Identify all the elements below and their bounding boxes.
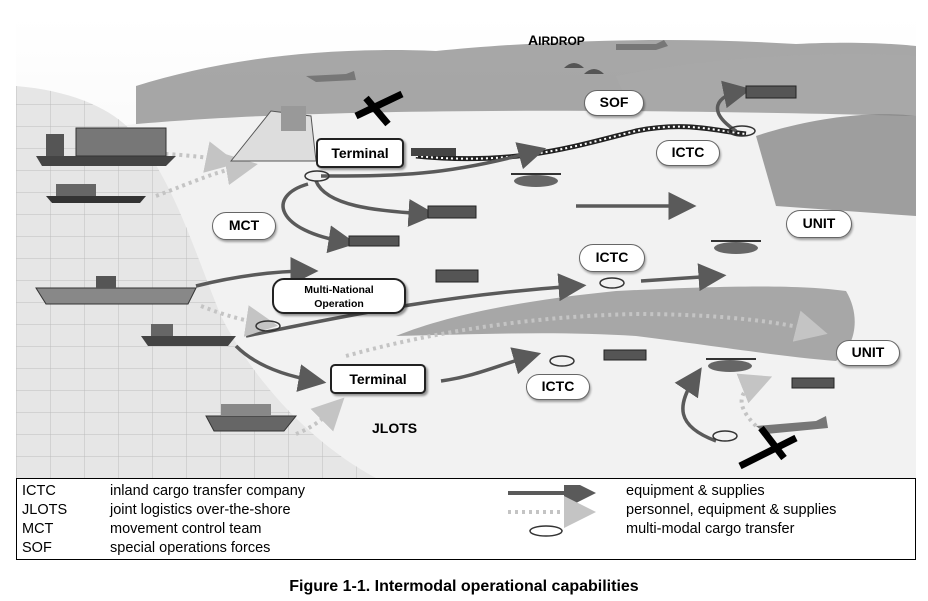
container-ship-icon: [36, 127, 176, 166]
arrow-terminal-truck: [314, 180, 437, 227]
water-grid: [16, 86, 376, 478]
legend-abbr: JLOTS: [22, 502, 68, 518]
truck-icon: [791, 377, 835, 389]
mct-label: MCT: [212, 212, 276, 240]
arrow-air-heli: [674, 367, 717, 443]
transfer-ring-icon: [304, 170, 330, 182]
scene-svg: [16, 16, 916, 478]
transfer-ring-icon: [728, 125, 756, 137]
truck-icon: [427, 205, 477, 219]
legend-definition: special operations forces: [110, 540, 271, 556]
unit-right-label: UNIT: [836, 340, 900, 366]
legend-abbr: SOF: [22, 540, 52, 556]
trucks: [348, 85, 835, 389]
truck-icon: [435, 269, 479, 283]
blocked-x-icon: [354, 90, 404, 127]
dotted-ship2-terminal: [155, 153, 258, 198]
arrow-to-terminal: [234, 344, 327, 392]
truck-icon: [348, 235, 400, 247]
helicopter-icon: [708, 360, 752, 372]
ictc-mid-label: ICTC: [579, 244, 645, 272]
dotted-ship-terminal: [95, 141, 238, 173]
legend-symbol-label: equipment & supplies: [626, 483, 765, 499]
legend-symbol-label: multi-modal cargo transfer: [626, 521, 795, 537]
helicopter-icon: [714, 242, 758, 254]
dotted-air: [736, 373, 773, 428]
jlots-label: JLOTS: [372, 420, 418, 436]
transfer-ring-icon: [255, 320, 281, 332]
transfer-ring-icon: [599, 277, 625, 289]
legend-symbol-label: personnel, equipment & supplies: [626, 502, 837, 518]
truck-icon: [745, 85, 797, 99]
arrow-ictc-heli: [640, 263, 727, 292]
arrow-sof-truck: [715, 80, 752, 133]
dotted-inland: [345, 310, 828, 358]
landing-craft-icon: [205, 404, 298, 432]
parachutes-icon: [564, 63, 604, 74]
unit-top-label: UNIT: [786, 210, 852, 238]
carrier-ship-icon: [35, 276, 197, 305]
train-icon: [411, 148, 456, 156]
dotted-arrows: [95, 141, 828, 436]
transfer-rings: [255, 125, 756, 442]
multinational-operation-label: Multi-National Operation: [272, 278, 406, 314]
transport-plane-icon: [306, 71, 356, 82]
tug-ship-icon: [46, 184, 146, 203]
inland-waterway: [396, 286, 855, 361]
airdrop-plane-icon: [616, 40, 668, 50]
legend-definition: joint logistics over-the-shore: [110, 502, 291, 518]
legend-abbr: MCT: [22, 521, 54, 537]
planes: [306, 40, 828, 434]
transfer-ring-icon: [549, 355, 575, 367]
transfer-ring-icon: [712, 430, 738, 442]
arrow-terminal-ictc: [440, 347, 542, 383]
lighter-ship-icon: [141, 324, 236, 346]
ictc-bottom-label: ICTC: [526, 374, 590, 400]
airdrop-label: AIRDROP: [528, 32, 585, 48]
cargo-plane-icon: [756, 416, 828, 434]
legend-abbr: ICTC: [22, 483, 56, 499]
arrow-terminal-rail: [320, 142, 547, 178]
port-crane-icon: [229, 106, 317, 162]
mno-line2: Operation: [314, 298, 364, 310]
operations-scene: [16, 16, 916, 478]
dotted-ship-transfer: [200, 304, 278, 337]
truck-icon: [603, 349, 647, 361]
legend-definition: movement control team: [110, 521, 262, 537]
railway-ties: [415, 125, 747, 160]
arrow-ship-mno: [195, 257, 319, 288]
arrow-mct-truck: [281, 182, 357, 254]
terminal-top-label: Terminal: [316, 138, 404, 168]
transfer-ring-icon: [529, 525, 563, 537]
solid-arrows: [195, 80, 752, 443]
helicopter-icon: [514, 175, 558, 187]
helicopters: [511, 173, 761, 372]
ictc-top-label: ICTC: [656, 140, 720, 166]
legend-symbols: [508, 485, 596, 537]
legend: ICTC inland cargo transfer company JLOTS…: [16, 478, 916, 561]
blocked-x-icon: [738, 425, 798, 470]
figure-caption: Figure 1-1. Intermodal operational capab…: [289, 578, 639, 595]
right-city: [756, 114, 916, 216]
legend-definition: inland cargo transfer company: [110, 483, 306, 499]
mno-line1: Multi-National: [304, 284, 374, 296]
sof-label: SOF: [584, 90, 644, 116]
terminal-bottom-label: Terminal: [330, 364, 426, 394]
